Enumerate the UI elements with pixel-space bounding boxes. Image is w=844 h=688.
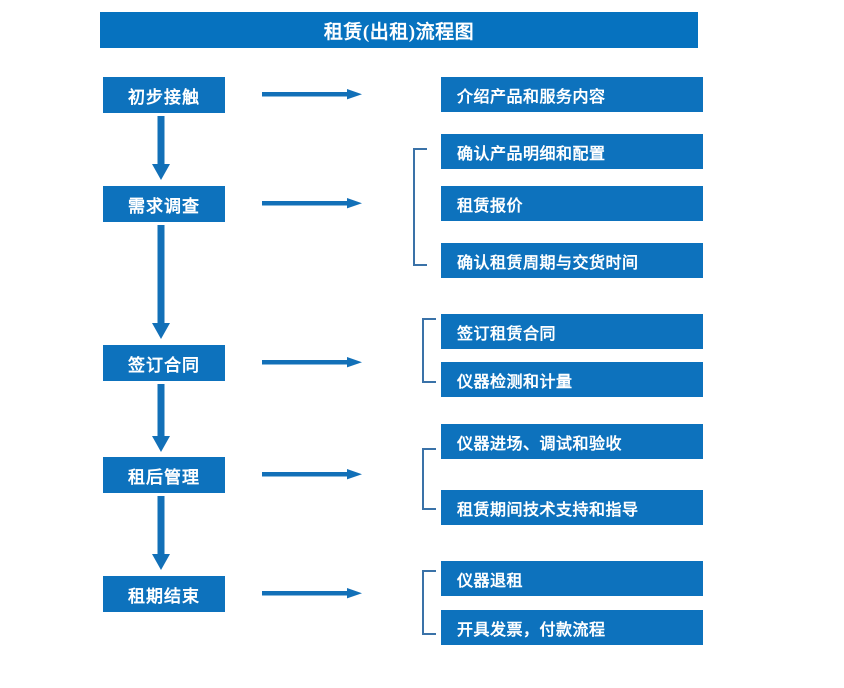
detail-box-g2-2[interactable]: 租赁报价 bbox=[441, 186, 703, 221]
stage-box-3[interactable]: 签订合同 bbox=[103, 345, 225, 381]
stage-box-5[interactable]: 租期结束 bbox=[103, 576, 225, 612]
right-arrow-icon-2 bbox=[262, 196, 362, 210]
detail-box-g3-2[interactable]: 仪器检测和计量 bbox=[441, 362, 703, 397]
page-title: 租赁(出租)流程图 bbox=[100, 12, 698, 48]
detail-box-g2-1[interactable]: 确认产品明细和配置 bbox=[441, 134, 703, 169]
stage-box-4[interactable]: 租后管理 bbox=[103, 457, 225, 493]
down-arrow-icon-2 bbox=[150, 225, 172, 341]
detail-box-g2-3[interactable]: 确认租赁周期与交货时间 bbox=[441, 243, 703, 278]
down-arrow-icon-3 bbox=[150, 384, 172, 454]
right-arrow-icon-3 bbox=[262, 355, 362, 369]
stage-box-2[interactable]: 需求调查 bbox=[103, 186, 225, 222]
square-bracket-icon-2 bbox=[413, 148, 427, 266]
square-bracket-icon-3 bbox=[422, 318, 436, 383]
square-bracket-icon-5 bbox=[422, 570, 436, 635]
detail-box-g4-1[interactable]: 仪器进场、调试和验收 bbox=[441, 424, 703, 459]
down-arrow-icon-4 bbox=[150, 496, 172, 572]
detail-box-g5-2[interactable]: 开具发票，付款流程 bbox=[441, 610, 703, 645]
right-arrow-icon-5 bbox=[262, 586, 362, 600]
right-arrow-icon-1 bbox=[262, 87, 362, 101]
stage-box-1[interactable]: 初步接触 bbox=[103, 77, 225, 113]
down-arrow-icon-1 bbox=[150, 116, 172, 182]
detail-box-g3-1[interactable]: 签订租赁合同 bbox=[441, 314, 703, 349]
detail-box-g4-2[interactable]: 租赁期间技术支持和指导 bbox=[441, 490, 703, 525]
square-bracket-icon-4 bbox=[422, 448, 436, 510]
detail-box-g1-1[interactable]: 介绍产品和服务内容 bbox=[441, 77, 703, 112]
right-arrow-icon-4 bbox=[262, 467, 362, 481]
detail-box-g5-1[interactable]: 仪器退租 bbox=[441, 561, 703, 596]
